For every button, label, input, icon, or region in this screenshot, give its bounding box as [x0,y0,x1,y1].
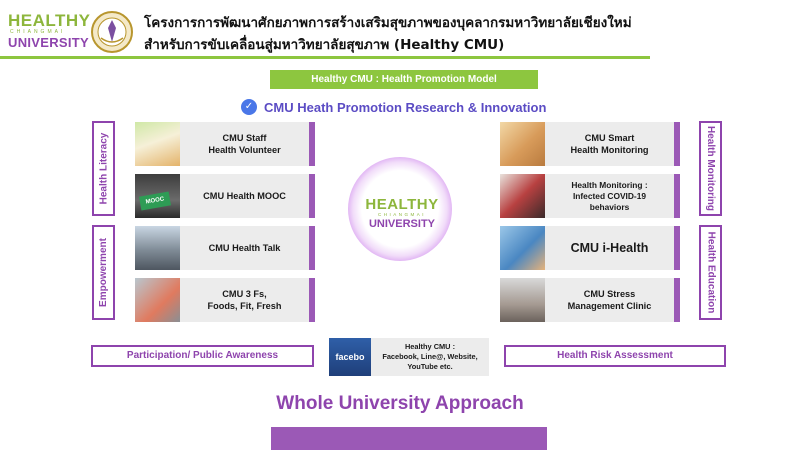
stress-photo-icon [500,278,545,322]
bottom-accent-bar [271,427,547,450]
runner-shoes-photo-icon [135,278,180,322]
social-media-label: Healthy CMU : Facebook, Line@, Website, … [371,338,489,376]
empowerment-text: Empowerment [98,238,109,307]
card-label: CMU Smart Health Monitoring [545,122,680,166]
health-literacy-label: Health Literacy [92,121,115,216]
volunteer-photo-icon [135,122,180,166]
health-education-label: Health Education [699,225,722,320]
center-glow [348,157,452,261]
logo-healthy-text: HEALTHY [8,11,91,30]
card-label: CMU Stress Management Clinic [545,278,680,322]
card-3fs: CMU 3 Fs, Foods, Fit, Fresh [135,278,315,322]
health-literacy-text: Health Literacy [98,132,110,205]
card-label: CMU i-Health [545,226,680,270]
card-health-talk: CMU Health Talk [135,226,315,270]
center-logo-university-text: UNIVERSITY [368,217,435,230]
data-chart-photo-icon [500,226,545,270]
header-title-line-1: โครงการการพัฒนาศักยภาพการสร้างเสริมสุขภา… [144,15,632,31]
header-title-line-2: สำหรับการขับเคลื่อนสู่มหาวิทยาลัยสุขภาพ … [144,37,505,53]
whole-university-approach-title: Whole University Approach [276,393,524,414]
audience-photo-icon [135,226,180,270]
keyboard-mooc-photo-icon: MOOC [135,174,180,218]
card-label: CMU Health Talk [180,226,315,270]
social-media-card: facebo Healthy CMU : Facebook, Line@, We… [329,338,489,376]
card-i-health: CMU i-Health [500,226,680,270]
health-monitoring-label: Health Monitoring [699,121,722,216]
research-heading: ✓ CMU Heath Promotion Research & Innovat… [241,97,546,117]
header-title: โครงการการพัฒนาศักยภาพการสร้างเสริมสุขภา… [144,12,632,56]
logo-university-text: UNIVERSITY [8,35,90,50]
healthy-university-logo: HEALTHY CHIANGMAI UNIVERSITY [8,11,91,50]
card-label: CMU Staff Health Volunteer [180,122,315,166]
research-text: CMU Heath Promotion Research & Innovatio… [264,99,547,115]
center-logo-chiangmai-text: CHIANGMAI [377,212,426,217]
empowerment-label: Empowerment [92,225,115,320]
university-seal-icon [91,11,133,53]
card-smart-health-monitoring: CMU Smart Health Monitoring [500,122,680,166]
header-divider [0,56,650,59]
facebook-photo-icon: facebo [329,338,371,376]
card-health-mooc: MOOC CMU Health MOOC [135,174,315,218]
card-label: CMU 3 Fs, Foods, Fit, Fresh [180,278,315,322]
mooc-key-text: MOOC [139,191,171,211]
center-logo-healthy-text: HEALTHY [365,196,439,213]
card-covid-monitoring: Health Monitoring : Infected COVID-19 be… [500,174,680,218]
check-circle-icon: ✓ [241,99,257,115]
card-stress-clinic: CMU Stress Management Clinic [500,278,680,322]
smartwatch-photo-icon [500,122,545,166]
participation-box: Participation/ Public Awareness [91,345,314,367]
health-monitoring-text: Health Monitoring [705,126,716,211]
risk-assessment-box: Health Risk Assessment [504,345,726,367]
card-label: CMU Health MOOC [180,174,315,218]
card-staff-health-volunteer: CMU Staff Health Volunteer [135,122,315,166]
center-healthy-university-logo: HEALTHY CHIANGMAI UNIVERSITY [365,197,439,230]
card-label: Health Monitoring : Infected COVID-19 be… [545,174,680,218]
model-banner: Healthy CMU : Health Promotion Model [270,70,538,89]
logo-chiangmai-text: CHIANGMAI [10,29,66,35]
health-education-text: Health Education [705,231,716,314]
mask-woman-photo-icon [500,174,545,218]
